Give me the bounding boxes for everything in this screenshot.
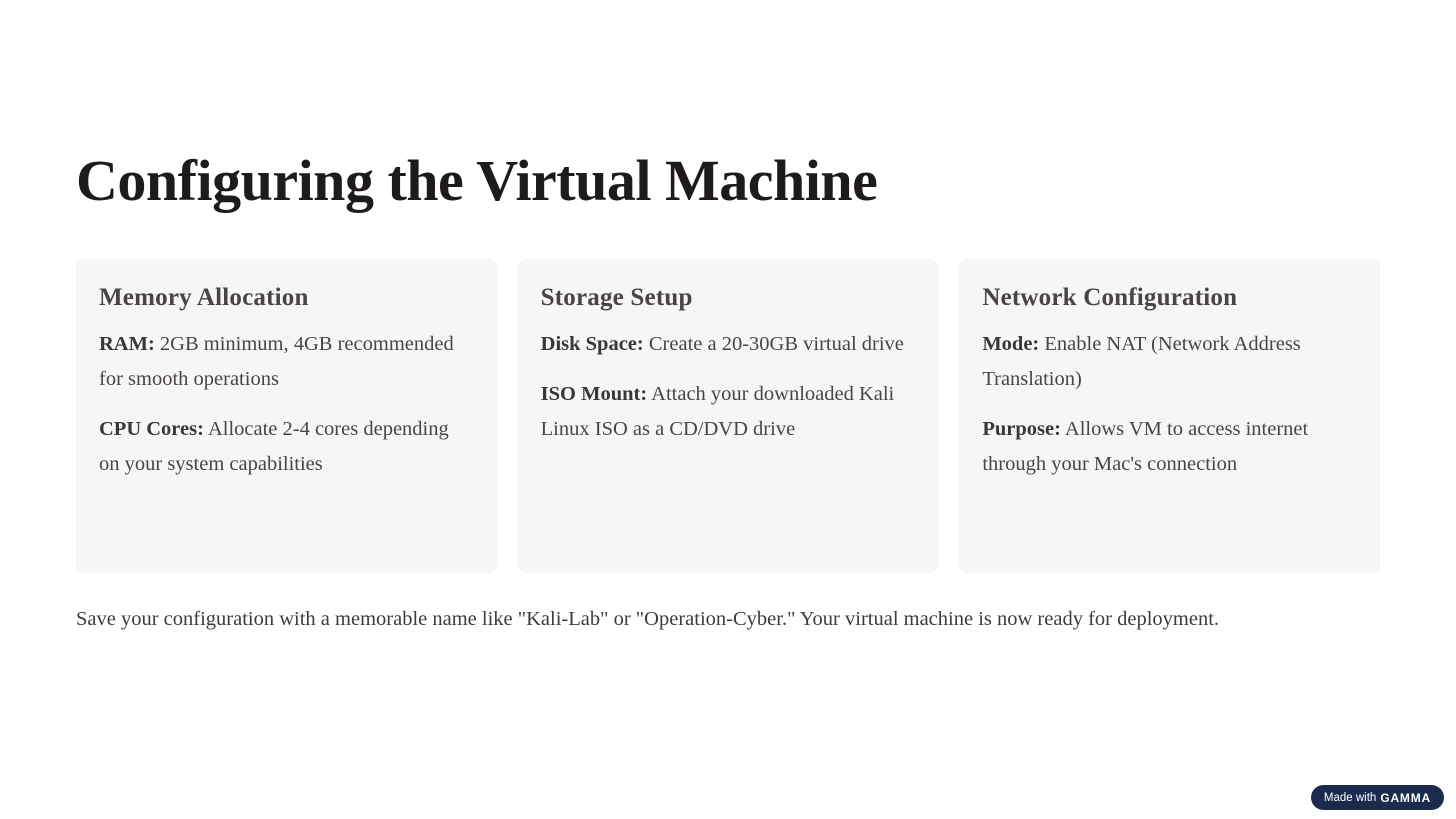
badge-prefix: Made with [1323,791,1377,804]
card-heading: Memory Allocation [99,284,309,312]
item-text: 2GB minimum, 4GB recommended for smooth … [99,333,454,391]
gamma-logo: GAMMA [1380,790,1431,805]
item-label: Disk Space: [540,333,644,356]
item-label: Mode: [982,333,1040,356]
item-text: Enable NAT (Network Address Translation) [982,333,1301,391]
card-item: CPU Cores: Allocate 2-4 cores depending … [99,412,474,482]
item-text: Allows VM to access internet through you… [982,418,1309,475]
card-heading: Network Configuration [982,284,1238,312]
page-title: Configuring the Virtual Machine [76,148,878,213]
card-heading: Storage Setup [540,284,693,312]
footer-note: Save your configuration with a memorable… [76,608,1220,631]
card-storage-setup: Storage Setup Disk Space: Create a 20-30… [517,259,939,574]
card-network-configuration: Network Configuration Mode: Enable NAT (… [959,259,1380,574]
item-label: ISO Mount: [540,383,648,406]
card-item: Mode: Enable NAT (Network Address Transl… [982,327,1357,397]
item-text: Attach your downloaded Kali Linux ISO as… [540,383,895,441]
item-label: CPU Cores: [99,418,204,441]
item-label: RAM: [99,333,155,356]
card-memory-allocation: Memory Allocation RAM: 2GB minimum, 4GB … [76,259,497,574]
card-item: RAM: 2GB minimum, 4GB recommended for sm… [99,327,474,397]
card-item: ISO Mount: Attach your downloaded Kali L… [541,377,916,447]
item-label: Purpose: [982,418,1061,441]
card-item: Purpose: Allows VM to access internet th… [982,412,1357,482]
card-item: Disk Space: Create a 20-30GB virtual dri… [541,327,916,362]
item-text: Create a 20-30GB virtual drive [643,333,904,356]
cards-row: Memory Allocation RAM: 2GB minimum, 4GB … [76,259,1380,574]
item-text: Allocate 2-4 cores depending on your sys… [99,418,449,475]
made-with-gamma-badge[interactable]: Made with GAMMA [1310,785,1444,810]
